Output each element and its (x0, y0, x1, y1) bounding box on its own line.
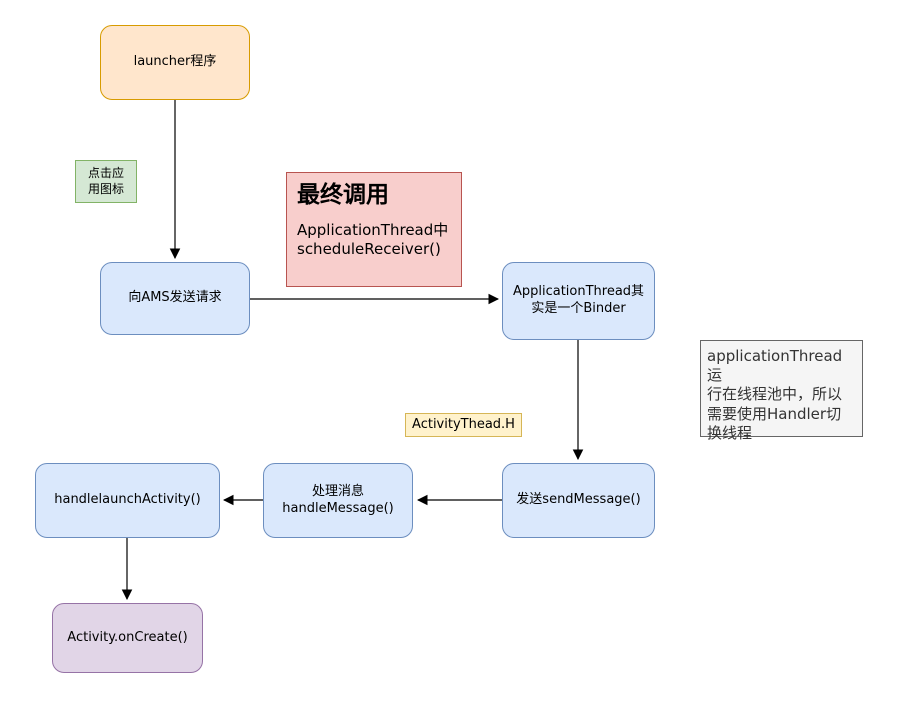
node-send-request-to-ams: 向AMS发送请求 (100, 262, 250, 335)
node-send-sendmessage: 发送sendMessage() (502, 463, 655, 538)
label-click-app-icon: 点击应 用图标 (75, 160, 137, 203)
node-launcher-program: launcher程序 (100, 25, 250, 100)
note-handler-thread-pool: applicationThread运 行在线程池中，所以 需要使用Handler… (700, 340, 863, 442)
label-activitythread-h: ActivityThead.H (405, 413, 522, 437)
callout-final-call-title: 最终调用 (297, 182, 389, 208)
node-handlelaunchactivity: handlelaunchActivity() (35, 463, 220, 538)
node-applicationthread-binder: ApplicationThread其 实是一个Binder (502, 262, 655, 340)
callout-final-call: 最终调用 ApplicationThread中 scheduleReceiver… (286, 172, 462, 287)
node-activity-oncreate: Activity.onCreate() (52, 603, 203, 673)
callout-final-call-body: ApplicationThread中 scheduleReceiver() (297, 220, 449, 259)
node-handle-message: 处理消息 handleMessage() (263, 463, 413, 538)
